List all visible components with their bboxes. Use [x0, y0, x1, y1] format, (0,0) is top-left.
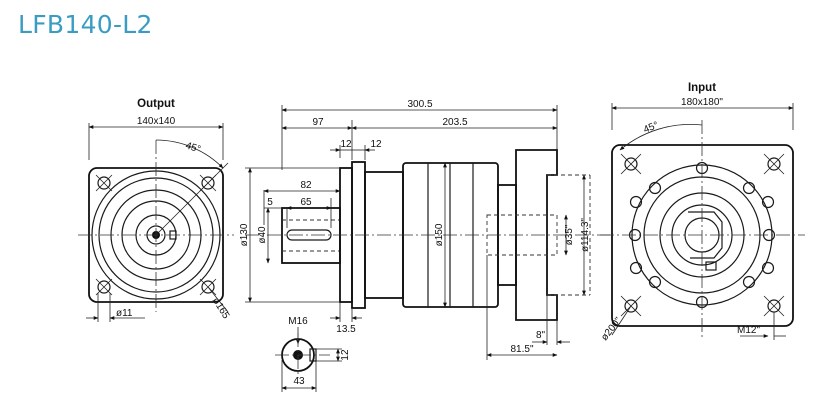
dim-input-pilot: ø114.3" [580, 218, 591, 252]
dim-output-length: 97 [312, 117, 324, 128]
output-view: Output 140x140 [78, 98, 234, 322]
output-pcd: ø165 [210, 296, 232, 322]
shaft-height: 43 [293, 376, 305, 387]
input-corner-holes [620, 153, 785, 317]
input-flange-size: 180x180" [681, 97, 723, 108]
shaft-key-height: 12 [340, 349, 351, 361]
input-flange-square [611, 144, 794, 327]
output-flange-size: 140x140 [137, 116, 176, 127]
shaft-keyway [286, 229, 332, 241]
input-view: Input 180x180" [599, 82, 805, 343]
dim-pilot-dia: ø130 [239, 223, 250, 246]
dim-shaft-length: 82 [300, 180, 312, 191]
output-header: Output [137, 98, 175, 110]
dim-shaft-dia: ø40 [257, 226, 268, 244]
output-hole-dia: ø11 [116, 308, 133, 319]
dim-input-depth: 8" [536, 330, 546, 341]
input-header: Input [688, 82, 716, 94]
shaft-thread: M16 [288, 316, 308, 327]
output-angle: 45° [184, 140, 202, 155]
dim-input-bore: ø35" [564, 224, 575, 245]
dim-flange-thk-2: 12 [370, 139, 382, 150]
side-view: 300.5 97 203.5 12 12 82 65 5 [239, 99, 610, 360]
page-title: LFB140-L2 [18, 10, 153, 39]
dim-key-offset: 5 [267, 197, 273, 208]
dim-total-length: 300.5 [407, 99, 432, 110]
dim-flange-thk-1: 12 [340, 139, 352, 150]
dim-body-dia: ø150 [434, 223, 445, 246]
dim-pilot-depth: 13.5 [336, 324, 356, 335]
input-bolt-holes [628, 161, 776, 309]
dim-body-length: 203.5 [442, 117, 467, 128]
dim-key-length: 65 [300, 197, 312, 208]
input-thread: M12" [737, 325, 760, 336]
input-angle: 45° [642, 120, 660, 136]
input-pcd: ø200" [599, 315, 624, 343]
shaft-detail-view: M16 12 43 [275, 316, 351, 392]
dim-input-length: 81.5" [510, 344, 533, 355]
